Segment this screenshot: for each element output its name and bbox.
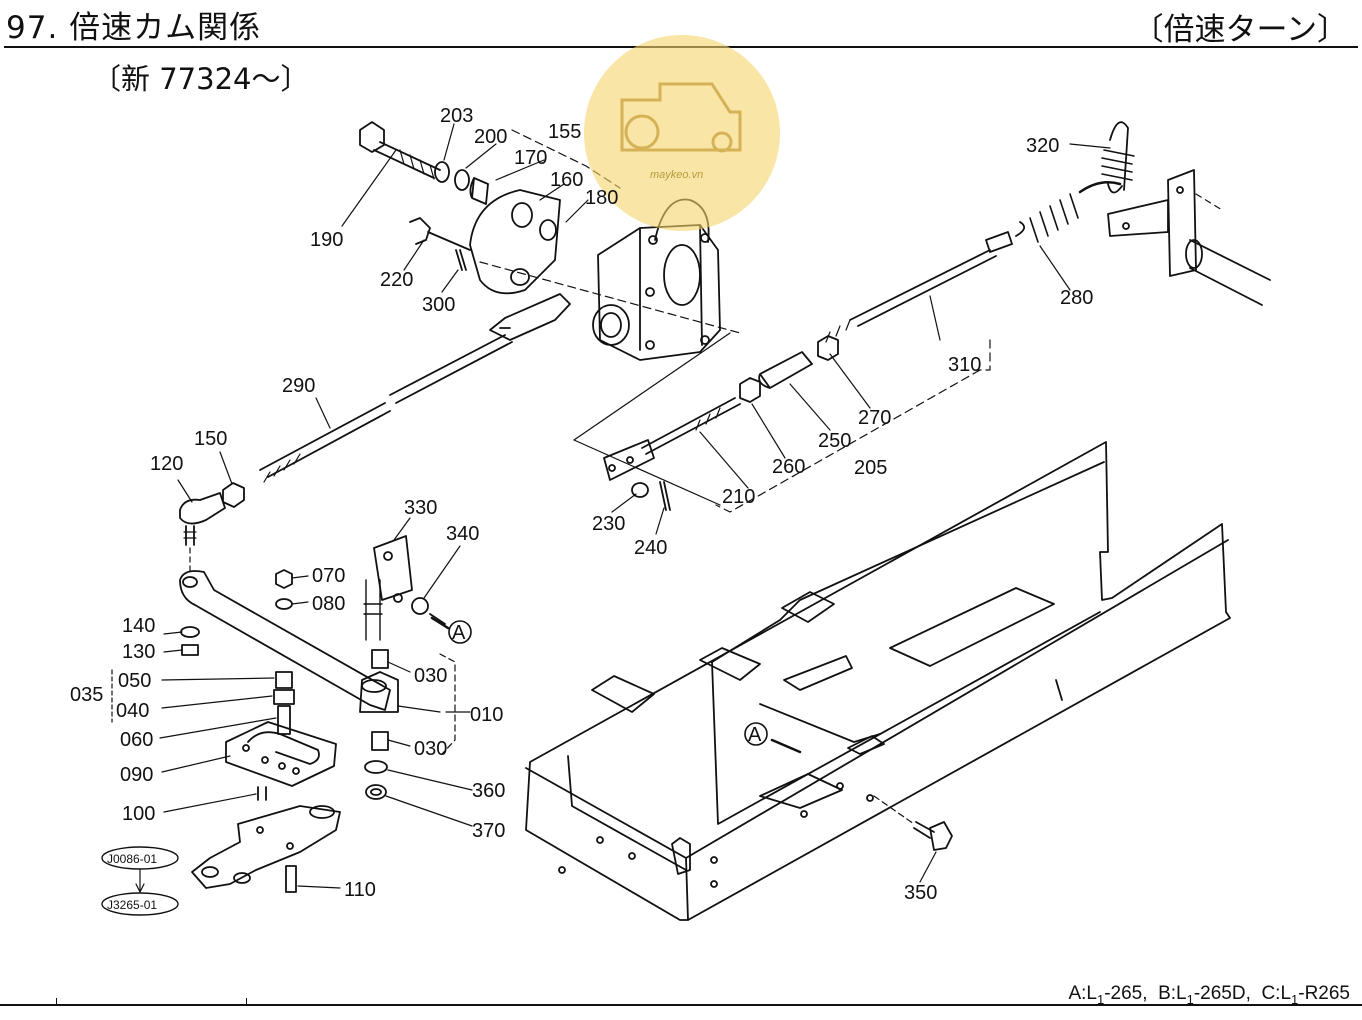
page-title: 97. 倍速カム関係 [6, 10, 262, 46]
shift-lever [179, 570, 391, 711]
callout-080: 080 [312, 593, 345, 615]
model-legend: A:L1-265, B:L1-265D, C:L1-R265 [1068, 983, 1350, 1007]
bolt-190 [359, 121, 385, 153]
svg-text:A: A [452, 622, 466, 644]
callout-130: 130 [122, 641, 155, 663]
model-type-label: 〔倍速ターン〕 [1132, 12, 1348, 48]
legend-c: C:L1-R265 [1261, 983, 1350, 1007]
callout-260: 260 [772, 456, 805, 478]
watermark-text: maykeo.vn [650, 169, 703, 181]
reference-badge-2: J3265-01 [101, 892, 179, 916]
guide-plate [225, 721, 337, 787]
callout-370: 370 [472, 820, 505, 842]
marker-a-1: A [448, 620, 472, 644]
callout-350: 350 [904, 882, 937, 904]
callout-035: 035 [70, 684, 103, 706]
tractor-frame [525, 441, 1231, 921]
callout-050: 050 [118, 670, 151, 692]
callout-110: 110 [344, 879, 376, 901]
callout-240: 240 [634, 537, 667, 559]
serial-range-label: 〔新 77324～〕 [92, 62, 310, 96]
callout-040: 040 [116, 700, 149, 722]
callout-160: 160 [550, 169, 583, 191]
footer-rule [0, 1004, 1362, 1006]
callout-170: 170 [514, 147, 547, 169]
callout-100: 100 [122, 803, 155, 825]
svg-text:J3265-01: J3265-01 [107, 898, 157, 912]
svg-text:A: A [748, 724, 762, 746]
callout-250: 250 [818, 430, 851, 452]
callout-320: 320 [1026, 135, 1059, 157]
callout-030: 030 [414, 665, 447, 687]
callout-360: 360 [472, 780, 505, 802]
callout-190: 190 [310, 229, 343, 251]
marker-a-2: A [744, 722, 768, 746]
cam-plate [469, 189, 561, 295]
callout-030: 030 [414, 738, 447, 760]
callout-155: 155 [548, 121, 581, 143]
footer-tick [56, 998, 57, 1006]
callout-010: 010 [470, 704, 503, 726]
callout-090: 090 [120, 764, 153, 786]
callout-180: 180 [585, 187, 618, 209]
callout-340: 340 [446, 523, 479, 545]
callout-200: 200 [474, 126, 507, 148]
callout-210: 210 [722, 486, 755, 508]
callout-280: 280 [1060, 287, 1093, 309]
callout-310: 310 [948, 354, 981, 376]
callout-150: 150 [194, 428, 227, 450]
callout-300: 300 [422, 294, 455, 316]
callout-230: 230 [592, 513, 625, 535]
callout-140: 140 [122, 615, 155, 637]
watermark-logo: maykeo.vn [584, 35, 780, 231]
callout-270: 270 [858, 407, 891, 429]
callout-060: 060 [120, 729, 153, 751]
callout-070: 070 [312, 565, 345, 587]
reference-badge-1: J0086-01 [101, 846, 179, 870]
callout-330: 330 [404, 497, 437, 519]
callout-120: 120 [150, 453, 183, 475]
legend-a: A:L1-265, [1068, 983, 1148, 1007]
callout-205: 205 [854, 457, 887, 479]
footer-tick [246, 998, 247, 1006]
svg-text:J0086-01: J0086-01 [107, 852, 157, 866]
callout-290: 290 [282, 375, 315, 397]
legend-b: B:L1-265D, [1158, 983, 1251, 1007]
callout-203: 203 [440, 105, 473, 127]
callout-220: 220 [380, 269, 413, 291]
